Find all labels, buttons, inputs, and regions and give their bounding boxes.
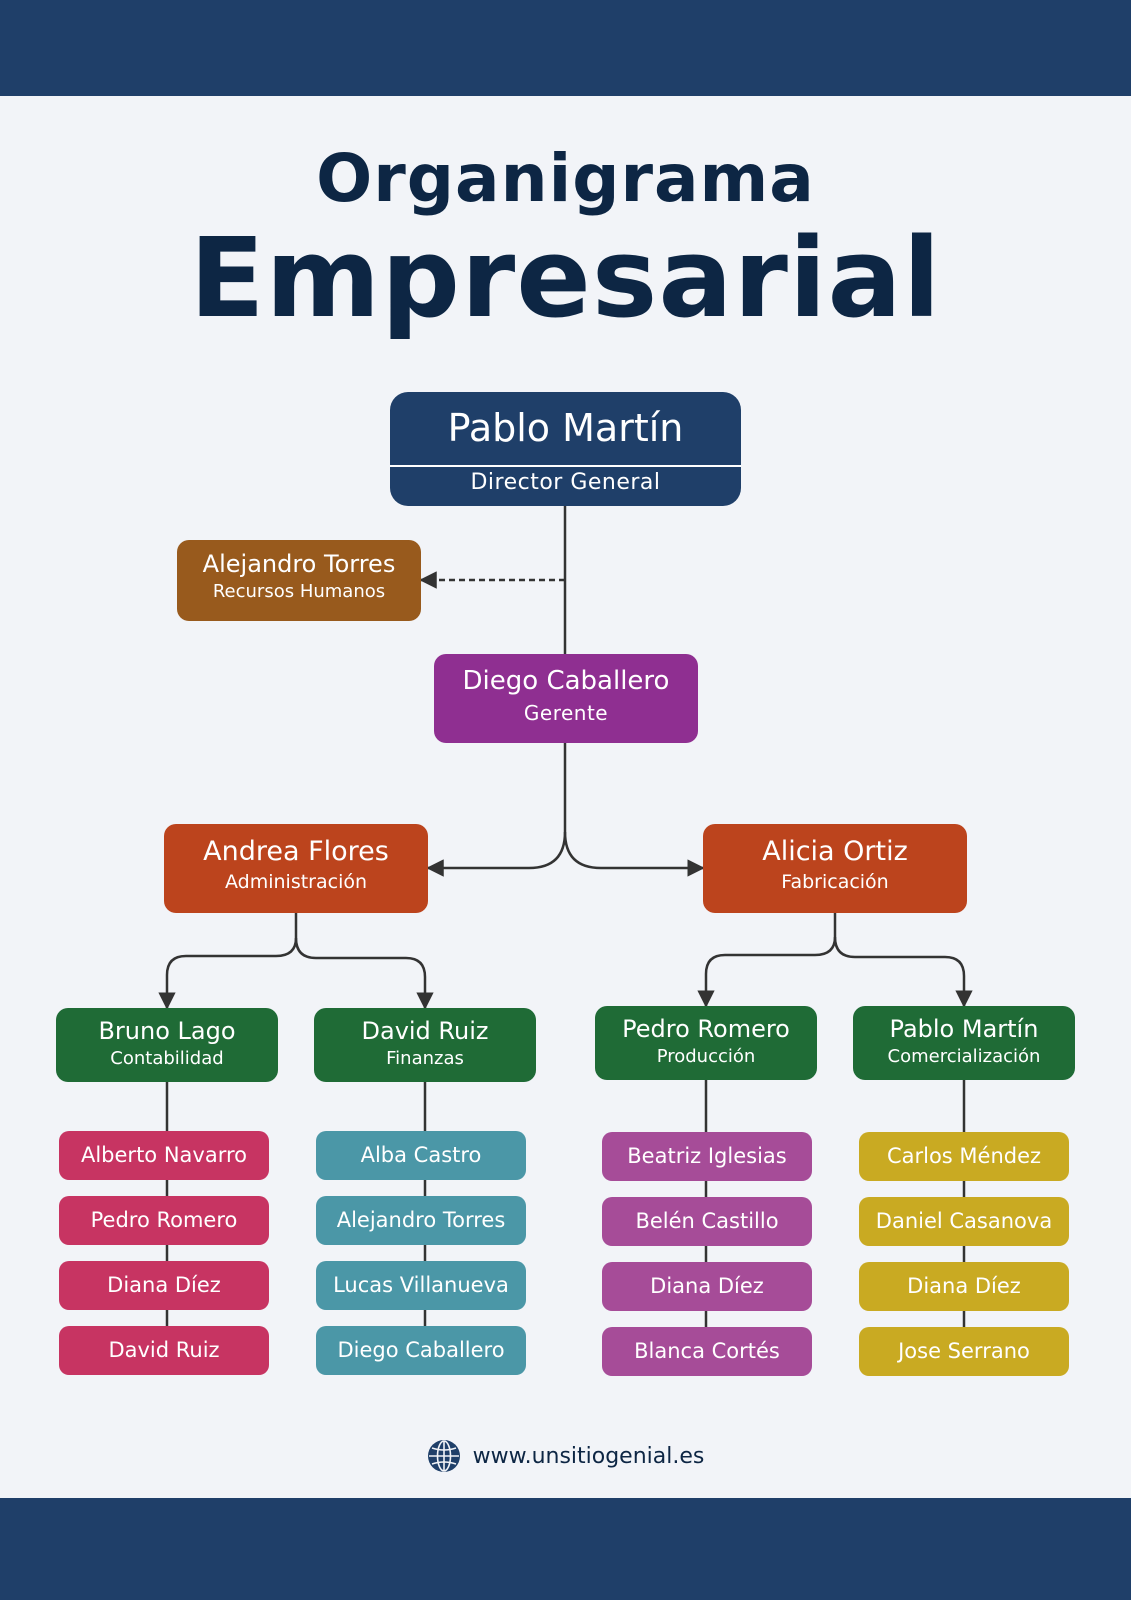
director-role: Director General — [470, 470, 661, 495]
team-member-card: Diego Caballero — [316, 1326, 526, 1375]
team-member-card: David Ruiz — [59, 1326, 269, 1375]
director-divider — [390, 465, 741, 467]
subdepartment-card-produccion: Pedro Romero Producción — [595, 1006, 817, 1080]
connector-to-produccion — [697, 936, 837, 1008]
top-band — [0, 0, 1131, 96]
director-card: Pablo Martín Director General — [390, 392, 741, 506]
department-card-fabricacion: Alicia Ortiz Fabricación — [703, 824, 967, 913]
team-member-card: Diana Díez — [59, 1261, 269, 1310]
connector-to-fabricacion — [563, 831, 705, 877]
bottom-band — [0, 1498, 1131, 1600]
connector-to-comercializacion — [833, 936, 973, 1008]
connector-to-finanzas — [294, 937, 434, 1010]
subdepartment-name: Bruno Lago — [98, 1017, 236, 1045]
connector-to-contabilidad — [158, 937, 298, 1010]
team-member-card: Diana Díez — [602, 1262, 812, 1311]
team-member-card: Lucas Villanueva — [316, 1261, 526, 1310]
subdepartment-name: Pedro Romero — [622, 1015, 790, 1043]
globe-icon — [427, 1440, 460, 1472]
manager-role: Gerente — [523, 701, 609, 725]
subdepartment-role: Comercialización — [887, 1046, 1041, 1067]
team-member-card: Daniel Casanova — [859, 1197, 1069, 1246]
subdepartment-card-comercializacion: Pablo Martín Comercialización — [853, 1006, 1075, 1080]
director-name: Pablo Martín — [447, 406, 684, 450]
manager-name: Diego Caballero — [462, 666, 670, 696]
manager-card: Diego Caballero Gerente — [434, 654, 698, 743]
subdepartment-role: Contabilidad — [110, 1048, 224, 1069]
footer: www.unsitiogenial.es — [0, 1436, 1131, 1476]
team-member-card: Pedro Romero — [59, 1196, 269, 1245]
subdepartment-role: Finanzas — [386, 1048, 464, 1069]
team-member-card: Blanca Cortés — [602, 1327, 812, 1376]
team-member-card: Alba Castro — [316, 1131, 526, 1180]
team-member-card: Jose Serrano — [859, 1327, 1069, 1376]
title-line-1: Organigrama — [316, 140, 815, 217]
connector-to-admin — [426, 831, 567, 877]
department-card-administracion: Andrea Flores Administración — [164, 824, 428, 913]
department-name: Andrea Flores — [203, 836, 389, 867]
hr-card: Alejandro Torres Recursos Humanos — [177, 540, 421, 621]
subdepartment-name: David Ruiz — [361, 1017, 489, 1045]
subdepartment-name: Pablo Martín — [889, 1015, 1039, 1043]
department-role: Fabricación — [781, 871, 889, 893]
subdepartment-role: Producción — [656, 1046, 756, 1067]
team-member-card: Belén Castillo — [602, 1197, 812, 1246]
department-name: Alicia Ortiz — [762, 836, 908, 867]
subdepartment-card-finanzas: David Ruiz Finanzas — [314, 1008, 536, 1082]
website-url[interactable]: www.unsitiogenial.es — [472, 1443, 705, 1469]
team-member-card: Carlos Méndez — [859, 1132, 1069, 1181]
team-member-card: Alberto Navarro — [59, 1131, 269, 1180]
team-member-card: Diana Díez — [859, 1262, 1069, 1311]
department-role: Administración — [224, 871, 368, 893]
team-member-card: Beatriz Iglesias — [602, 1132, 812, 1181]
team-member-card: Alejandro Torres — [316, 1196, 526, 1245]
hr-role: Recursos Humanos — [212, 581, 386, 602]
hr-name: Alejandro Torres — [202, 550, 396, 578]
title-line-2: Empresarial — [189, 214, 942, 342]
subdepartment-card-contabilidad: Bruno Lago Contabilidad — [56, 1008, 278, 1082]
